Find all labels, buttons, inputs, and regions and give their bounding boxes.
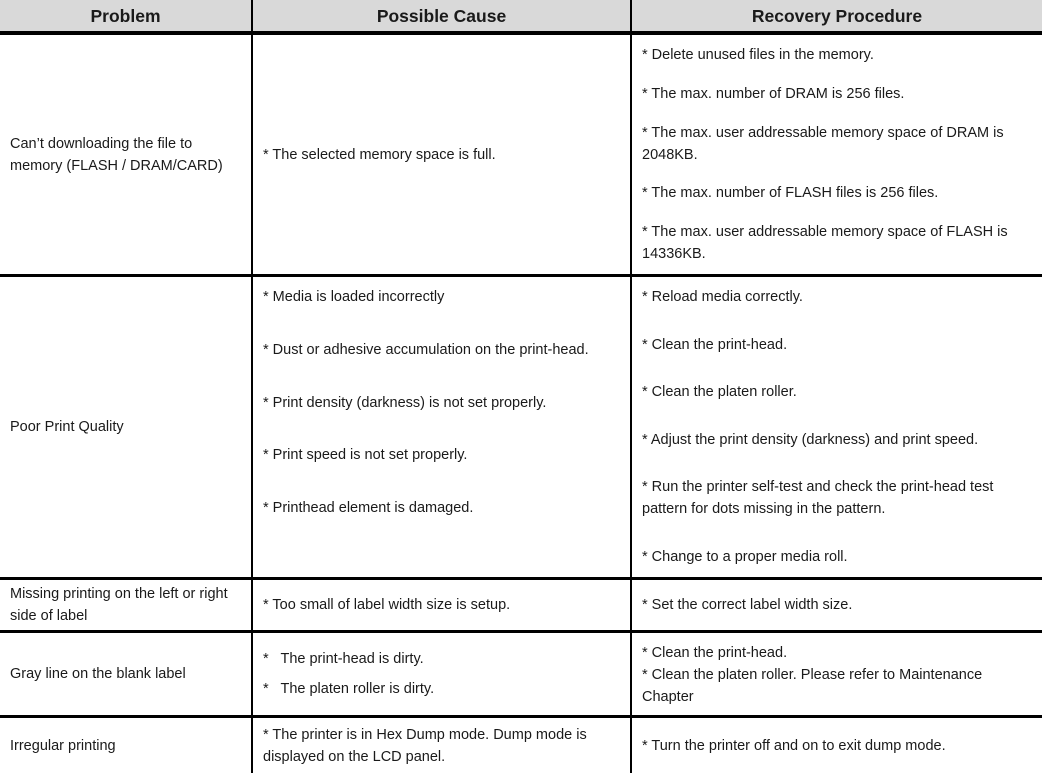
header-possible-cause-label: Possible Cause: [376, 5, 507, 26]
cell-text-line: * Clean the platen roller. Please refer …: [642, 667, 987, 705]
cell-text-line: * Change to a proper media roll.: [642, 548, 848, 565]
cell-text-line: * Media is loaded incorrectly: [263, 289, 445, 305]
cell-text-line: * Dust or adhesive accumulation on the p…: [263, 341, 589, 358]
cell-text-line: * Turn the printer off and on to exit du…: [642, 737, 946, 754]
cell-text-line: * Clean the platen roller.: [642, 384, 797, 401]
recovery-cell-gray-line: * Clean the print-head. * Clean the plate…: [632, 633, 1042, 718]
cause-cell-download: * The selected memory space is full.: [253, 35, 632, 277]
cause-cell-missing-printing: * Too small of label width size is setup…: [253, 580, 632, 633]
problem-cell-missing-printing: Missing printing on the left or right si…: [0, 580, 253, 633]
problem-text: Missing printing on the left or right si…: [10, 586, 232, 624]
cell-text-line: * Reload media correctly.: [642, 289, 803, 305]
header-possible-cause: Possible Cause: [253, 0, 632, 35]
recovery-cell-irregular-printing: * Turn the printer off and on to exit du…: [632, 718, 1042, 773]
cell-text-line: * Clean the print-head.: [642, 336, 788, 353]
cell-text-line: * The platen roller is dirty.: [263, 681, 435, 698]
cell-text-line: * The selected memory space is full.: [263, 146, 496, 163]
recovery-cell-download: * Delete unused files in the memory. * Th…: [632, 35, 1042, 277]
cause-cell-irregular-printing: * The printer is in Hex Dump mode. Dump …: [253, 718, 632, 773]
problem-text: Irregular printing: [10, 737, 116, 754]
cell-text-line: * The print-head is dirty.: [263, 650, 424, 667]
header-problem-label: Problem: [90, 5, 161, 26]
recovery-cell-print-quality: * Reload media correctly. * Clean the pri…: [632, 277, 1042, 580]
problem-text: Gray line on the blank label: [10, 666, 186, 682]
problem-text: Poor Print Quality: [10, 419, 124, 435]
cell-text-line: * Run the printer self-test and check th…: [642, 479, 998, 518]
problem-text: Can’t downloading the file to memory (FL…: [10, 135, 223, 174]
cause-cell-print-quality: * Media is loaded incorrectly * Dust or a…: [253, 277, 632, 580]
recovery-cell-missing-printing: * Set the correct label width size.: [632, 580, 1042, 633]
cell-text-line: * Print density (darkness) is not set pr…: [263, 394, 547, 411]
cause-cell-gray-line: * The print-head is dirty. * The platen r…: [253, 633, 632, 718]
cell-text-line: * The max. number of FLASH files is 256 …: [642, 185, 939, 202]
cell-text-line: * Delete unused files in the memory.: [642, 47, 874, 63]
header-recovery-procedure-label: Recovery Procedure: [751, 5, 923, 26]
cell-text-line: * Adjust the print density (darkness) an…: [642, 431, 979, 448]
header-recovery-procedure: Recovery Procedure: [632, 0, 1042, 35]
cell-text-line: * Too small of label width size is setup…: [263, 597, 511, 613]
problem-cell-gray-line: Gray line on the blank label: [0, 633, 253, 718]
cell-text-line: * Clean the print-head.: [642, 645, 788, 661]
cell-text-line: * Printhead element is damaged.: [263, 500, 474, 516]
cell-text-line: * The max. user addressable memory space…: [642, 124, 1008, 163]
cell-text-line: * Set the correct label width size.: [642, 597, 853, 613]
header-problem: Problem: [0, 0, 253, 35]
cell-text-line: * The max. number of DRAM is 256 files.: [642, 85, 905, 102]
problem-cell-download: Can’t downloading the file to memory (FL…: [0, 35, 253, 277]
cell-text-line: * Print speed is not set properly.: [263, 447, 468, 464]
cell-text-line: * The max. user addressable memory space…: [642, 224, 1012, 262]
problem-cell-irregular-printing: Irregular printing: [0, 718, 253, 773]
cell-text-line: * The printer is in Hex Dump mode. Dump …: [263, 726, 591, 765]
problem-cell-print-quality: Poor Print Quality: [0, 277, 253, 580]
